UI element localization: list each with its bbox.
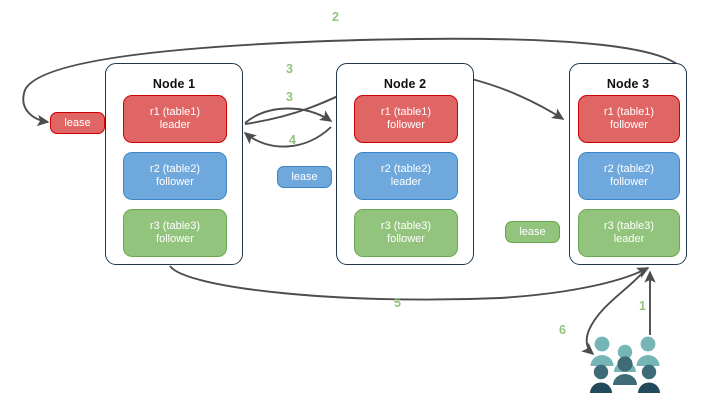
edge-step-2 (22, 37, 687, 127)
replica-node2-r3[interactable]: r3 (table3) follower (354, 209, 458, 257)
replica-name: r1 (table1) (149, 105, 201, 118)
step-label-6: 6 (559, 323, 566, 337)
replica-role: follower (387, 233, 425, 245)
lease-badge-r1[interactable]: lease (50, 112, 105, 134)
node-box-node1[interactable]: Node 1 r1 (table1) leader r2 (table2) fo… (105, 63, 243, 265)
node-box-node2[interactable]: Node 2 r1 (table1) follower r2 (table2) … (336, 63, 474, 265)
replica-name: r3 (table3) (603, 219, 655, 232)
replica-node3-r2[interactable]: r2 (table2) follower (578, 152, 680, 200)
replica-role: follower (610, 176, 648, 188)
replica-role: follower (156, 176, 194, 188)
replica-role: leader (390, 176, 422, 188)
replica-name: r2 (table2) (603, 162, 655, 175)
replica-role: follower (156, 233, 194, 245)
step-label-2: 2 (332, 10, 339, 24)
replica-node3-r3[interactable]: r3 (table3) leader (578, 209, 680, 257)
replica-name: r2 (table2) (380, 162, 432, 175)
edge-step-3-lower (244, 107, 333, 124)
step-label-5: 5 (394, 296, 401, 310)
edge-step-6 (581, 269, 646, 355)
step-label-4: 4 (289, 133, 296, 147)
replica-name: r3 (table3) (380, 219, 432, 232)
replica-role: follower (387, 119, 425, 131)
lease-label: lease (519, 225, 546, 238)
node-title: Node 1 (152, 77, 196, 91)
edge-step-5 (169, 265, 650, 301)
replica-name: r1 (table1) (380, 105, 432, 118)
replica-node3-r1[interactable]: r1 (table1) follower (578, 95, 680, 143)
node-title: Node 2 (383, 77, 427, 91)
replica-node1-r2[interactable]: r2 (table2) follower (123, 152, 227, 200)
step-label-1: 1 (639, 299, 646, 313)
replica-role: leader (159, 119, 191, 131)
replica-node2-r2[interactable]: r2 (table2) leader (354, 152, 458, 200)
replica-role: leader (613, 233, 645, 245)
replica-node2-r1[interactable]: r1 (table1) follower (354, 95, 458, 143)
node-title: Node 3 (606, 77, 650, 91)
edge-step-4 (243, 126, 332, 148)
replica-name: r3 (table3) (149, 219, 201, 232)
lease-label: lease (291, 170, 318, 183)
replica-node1-r1[interactable]: r1 (table1) leader (123, 95, 227, 143)
replica-node1-r3[interactable]: r3 (table3) follower (123, 209, 227, 257)
replica-role: follower (610, 119, 648, 131)
node-box-node3[interactable]: Node 3 r1 (table1) follower r2 (table2) … (569, 63, 687, 265)
lease-badge-r2[interactable]: lease (277, 166, 332, 188)
step-label-3a: 3 (286, 62, 293, 76)
replica-name: r1 (table1) (603, 105, 655, 118)
users-group-icon (590, 336, 660, 393)
lease-badge-r3[interactable]: lease (505, 221, 560, 243)
replica-name: r2 (table2) (149, 162, 201, 175)
lease-label: lease (64, 116, 91, 129)
step-label-3b: 3 (286, 90, 293, 104)
